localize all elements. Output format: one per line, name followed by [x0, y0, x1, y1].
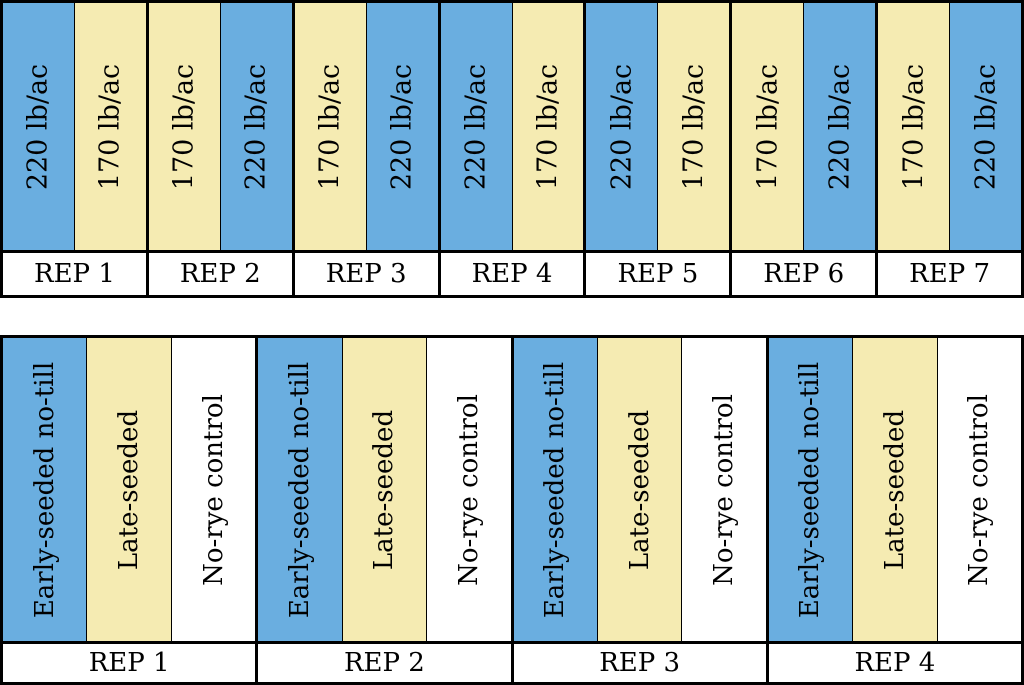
plot-strip: Early-seeded no-till — [3, 338, 87, 641]
plot-treatment-label: 220 lb/ac — [970, 63, 1002, 190]
rye-seeding-layout: Early-seeded no-till Late-seeded No-rye co… — [0, 335, 1024, 685]
plot-strip: Early-seeded no-till — [258, 338, 342, 641]
plot-strip-group: 170 lb/ac 220 lb/ac — [732, 3, 876, 253]
plot-strip: 170 lb/ac — [878, 3, 950, 250]
rep-label: REP 3 — [513, 644, 766, 682]
plot-strip: 170 lb/ac — [148, 3, 220, 250]
rep-label: REP 6 — [732, 253, 876, 295]
plot-strip: No-rye control — [681, 338, 766, 641]
plot-strip: 220 lb/ac — [949, 3, 1022, 250]
plot-strip-group: Early-seeded no-till Late-seeded No-rye co… — [258, 338, 511, 644]
plot-strip: Early-seeded no-till — [513, 338, 597, 641]
plot-treatment-label: Late-seeded — [369, 409, 400, 570]
plot-treatment-label: 170 lb/ac — [94, 63, 126, 190]
plot-treatment-label: 220 lb/ac — [606, 63, 638, 190]
rep-label: REP 1 — [3, 644, 256, 682]
rep-label: REP 7 — [878, 253, 1022, 295]
plot-strip: 220 lb/ac — [219, 3, 292, 250]
plot-treatment-label: 220 lb/ac — [240, 63, 272, 190]
plot-strip: Late-seeded — [852, 338, 937, 641]
plot-treatment-label: 220 lb/ac — [386, 63, 418, 190]
plot-strip: No-rye control — [426, 338, 511, 641]
plot-treatment-label: No-rye control — [709, 393, 740, 586]
rep-block: Early-seeded no-till Late-seeded No-rye co… — [0, 335, 256, 685]
rep-block: Early-seeded no-till Late-seeded No-rye co… — [510, 335, 766, 685]
plot-strip: No-rye control — [170, 338, 256, 641]
plot-strip-group: Early-seeded no-till Late-seeded No-rye co… — [513, 338, 766, 644]
plot-strip-group: 220 lb/ac 170 lb/ac — [440, 3, 584, 253]
plot-strip: Late-seeded — [86, 338, 171, 641]
plot-strip: 220 lb/ac — [586, 3, 658, 250]
plot-strip: 220 lb/ac — [803, 3, 876, 250]
plot-strip-group: 170 lb/ac 220 lb/ac — [148, 3, 292, 253]
plot-treatment-label: Late-seeded — [624, 409, 655, 570]
rep-label: REP 1 — [3, 253, 146, 295]
plot-treatment-label: 220 lb/ac — [460, 63, 492, 190]
plot-strip: 170 lb/ac — [732, 3, 804, 250]
plot-strip-group: 170 lb/ac 220 lb/ac — [294, 3, 438, 253]
plot-strip-group: 220 lb/ac 170 lb/ac — [3, 3, 146, 253]
plot-strip: 220 lb/ac — [3, 3, 74, 250]
plot-strip: 220 lb/ac — [365, 3, 438, 250]
rep-block: Early-seeded no-till Late-seeded No-rye co… — [255, 335, 511, 685]
plot-treatment-label: No-rye control — [453, 393, 484, 586]
plot-strip-group: Early-seeded no-till Late-seeded No-rye co… — [3, 338, 256, 644]
plot-strip: 220 lb/ac — [440, 3, 512, 250]
plot-strip: 170 lb/ac — [657, 3, 730, 250]
rep-block: Early-seeded no-till Late-seeded No-rye co… — [765, 335, 1024, 685]
plot-treatment-label: Late-seeded — [114, 409, 145, 570]
plot-strip: 170 lb/ac — [511, 3, 584, 250]
rep-label: REP 4 — [440, 253, 584, 295]
plot-treatment-label: Early-seeded no-till — [284, 361, 315, 618]
plot-treatment-label: Late-seeded — [879, 409, 910, 570]
plot-strip-group: 170 lb/ac 220 lb/ac — [878, 3, 1022, 253]
plot-treatment-label: 170 lb/ac — [898, 63, 930, 190]
plot-treatment-label: 220 lb/ac — [22, 63, 54, 190]
plot-strip: 170 lb/ac — [294, 3, 366, 250]
rep-label: REP 2 — [148, 253, 292, 295]
rep-label: REP 2 — [258, 644, 511, 682]
plot-strip: No-rye control — [936, 338, 1022, 641]
plot-treatment-label: 170 lb/ac — [532, 63, 564, 190]
plot-treatment-label: Early-seeded no-till — [29, 361, 60, 618]
rep-label: REP 3 — [294, 253, 438, 295]
plot-strip-group: Early-seeded no-till Late-seeded No-rye co… — [768, 338, 1022, 644]
plot-strip: Early-seeded no-till — [768, 338, 853, 641]
plot-treatment-label: Early-seeded no-till — [795, 361, 826, 618]
plot-treatment-label: 220 lb/ac — [824, 63, 856, 190]
plot-treatment-label: 170 lb/ac — [752, 63, 784, 190]
plot-treatment-label: Early-seeded no-till — [540, 361, 571, 618]
plot-strip-group: 220 lb/ac 170 lb/ac — [586, 3, 730, 253]
plot-treatment-label: 170 lb/ac — [168, 63, 200, 190]
plot-strip: 170 lb/ac — [73, 3, 146, 250]
rep-label: REP 5 — [586, 253, 730, 295]
plot-strip: Late-seeded — [596, 338, 682, 641]
plot-strip: Late-seeded — [341, 338, 427, 641]
plot-treatment-label: 170 lb/ac — [314, 63, 346, 190]
plot-treatment-label: No-rye control — [198, 393, 229, 586]
plot-treatment-label: 170 lb/ac — [678, 63, 710, 190]
rep-label: REP 4 — [768, 644, 1021, 682]
plot-treatment-label: No-rye control — [964, 393, 995, 586]
